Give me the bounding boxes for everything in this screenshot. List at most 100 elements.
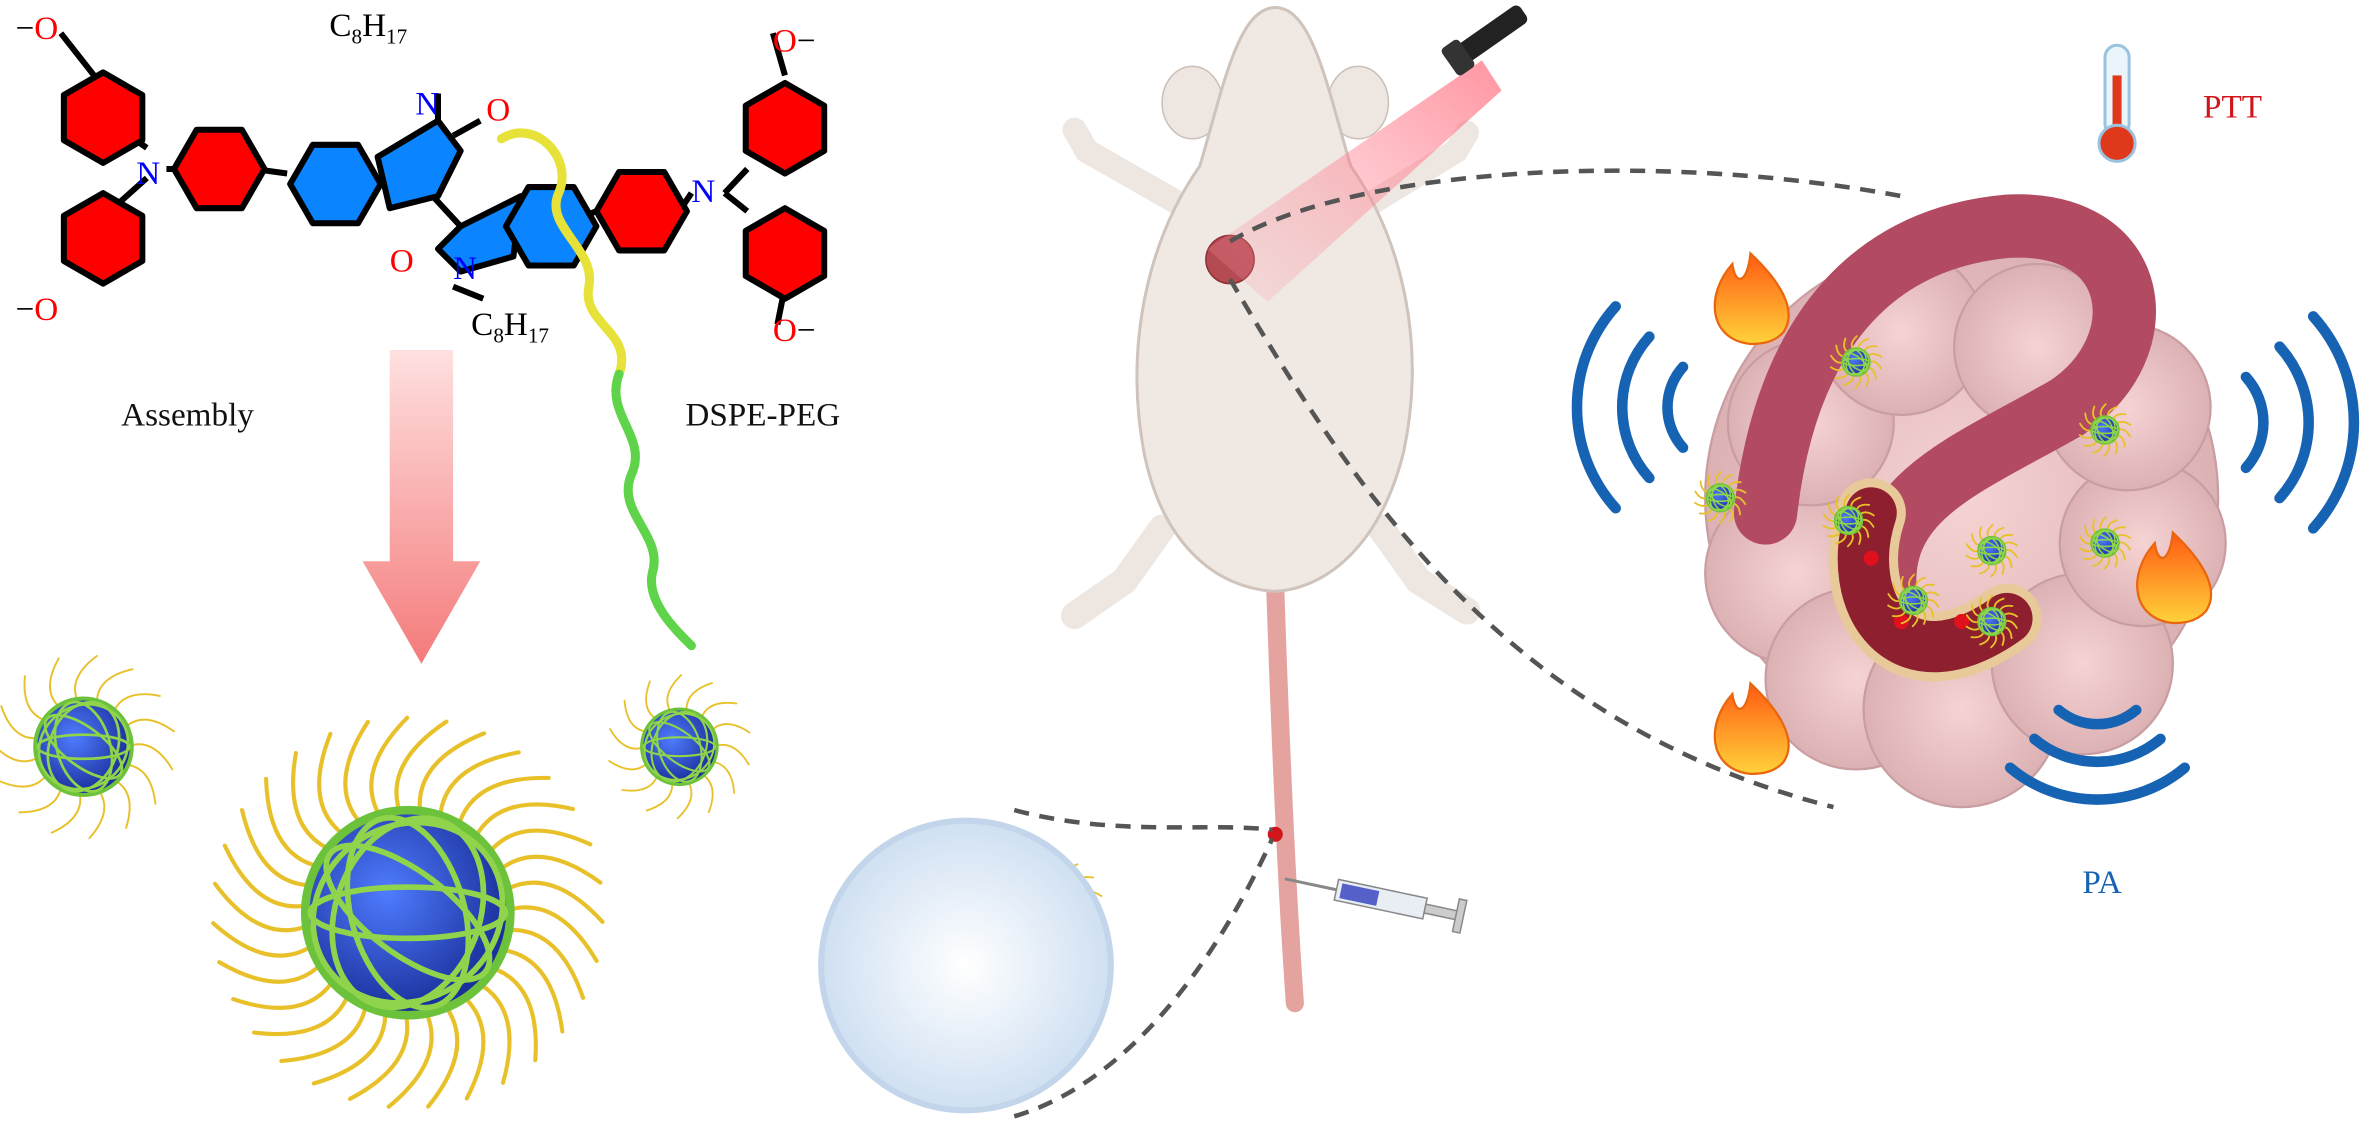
nanoparticle-shell — [46, 700, 121, 793]
sound-wave-arc — [2307, 311, 2360, 534]
peg-ligand — [252, 983, 354, 1037]
nanoparticle — [1822, 493, 1875, 548]
nanoparticle-shell — [643, 712, 716, 781]
nanoparticle-shell — [344, 814, 472, 1011]
donor-ring — [593, 168, 690, 254]
mouse-left-arm — [1062, 117, 1205, 224]
nanoparticle — [0, 655, 175, 840]
sound-wave-arc — [2004, 762, 2190, 805]
nanoparticle — [1887, 573, 1940, 628]
nanoparticle — [2078, 403, 2132, 457]
acceptor-five-ring — [374, 117, 464, 212]
methoxy-bottom-left: −O — [16, 291, 59, 328]
tumor-nanoparticles — [1694, 335, 2132, 649]
amine-n-right: N — [691, 173, 715, 210]
nanoparticle-shell — [1980, 540, 2004, 561]
amine-n-left: N — [136, 155, 160, 192]
mouse-illustration — [1061, 6, 1481, 1013]
alkyl-chain-bottom: C8H17 — [471, 306, 549, 348]
nanoparticle-shell — [1978, 608, 2006, 635]
peg-ligand — [343, 719, 371, 832]
nanoparticle-shell — [1901, 590, 1925, 611]
flashlight-icon — [1441, 5, 1528, 76]
nanoparticle-shell — [53, 700, 114, 793]
nanoparticle-shell — [2091, 530, 2119, 556]
nanoparticle-shell — [1835, 507, 1862, 534]
nanoparticle-shell — [656, 710, 703, 783]
bond — [116, 175, 149, 206]
flames-group — [1713, 251, 2213, 776]
donor-ring — [60, 190, 146, 287]
peg-ligand — [709, 723, 751, 734]
molecule-labels: −O −O O− O− N N N N O O C8H17 C8H17 — [16, 7, 816, 349]
bond — [451, 283, 485, 302]
methoxy-top-right: O− — [773, 22, 816, 59]
nanoparticle — [608, 674, 751, 820]
peg-ligand — [95, 668, 134, 707]
sound-wave-arc — [2240, 371, 2269, 474]
nanoparticle — [211, 715, 605, 1109]
mouse-right-arm — [1346, 120, 1479, 224]
sound-wave-arc — [1662, 361, 1689, 453]
peg-ligand — [608, 759, 650, 771]
peg-ligand — [49, 657, 63, 711]
bond — [722, 190, 750, 214]
nanoparticle-shell — [2096, 416, 2114, 444]
dspe-peg-polymer-icon — [496, 128, 696, 651]
lactam-n-top: N — [415, 86, 439, 123]
nanoparticle-shell — [2093, 420, 2117, 440]
peg-ligand — [0, 771, 50, 788]
peg-ligand — [699, 772, 714, 813]
nanoparticle-shell — [642, 736, 717, 758]
nanoparticle-shell — [310, 819, 506, 1006]
peg-ligand — [23, 675, 50, 723]
nanoparticle-shell — [36, 733, 131, 761]
peg-ligand — [645, 680, 660, 722]
peg-ligand — [699, 701, 738, 722]
peg-ligand — [621, 772, 660, 792]
nanoparticle-shell — [1980, 611, 2004, 632]
ptt-label: PTT — [2203, 89, 2262, 126]
peg-ligand — [490, 947, 565, 1034]
nanoparticle — [1965, 594, 2019, 649]
laser-beam — [1207, 60, 1502, 302]
peg-ligand — [111, 778, 131, 829]
peg-ligand — [469, 802, 575, 848]
nanoparticle-shell — [43, 713, 124, 780]
nanoparticle-shell — [1900, 587, 1927, 614]
blood-vessel — [1733, 194, 2156, 682]
sound-wave-arc — [2053, 704, 2142, 730]
donor-ring — [170, 126, 268, 212]
donor-ring — [60, 69, 146, 166]
methoxy-top-left: −O — [16, 10, 59, 47]
bond — [722, 166, 750, 196]
molecule-structure — [58, 31, 828, 325]
nanoparticle-shell — [1839, 507, 1858, 534]
nanoparticle-shell — [2096, 529, 2114, 557]
mouse-right-leg — [1367, 514, 1481, 625]
nanoparticle-shell — [1836, 510, 1861, 531]
nanoparticle-shell — [1842, 349, 1870, 375]
lactam-n-bottom: N — [453, 250, 477, 287]
nanoparticle-shell — [650, 710, 709, 783]
nanoparticle — [1694, 471, 1747, 525]
thermometer-icon — [2097, 43, 2137, 163]
nanoparticle-shell — [2093, 533, 2117, 553]
peg-ligand — [217, 955, 330, 984]
methoxy-bottom-right: O− — [773, 312, 816, 349]
nanoparticle-shell — [307, 884, 509, 942]
sound-wave-arc — [2274, 341, 2314, 504]
nanoparticle-shell — [1904, 587, 1923, 614]
peg-ligand — [709, 760, 736, 794]
nanoparticle-shell — [329, 815, 487, 1011]
dspe-peg-label: DSPE-PEG — [685, 396, 840, 433]
acceptor-five-ring — [434, 193, 524, 275]
dashed-connectors — [1013, 168, 1902, 1119]
bond — [58, 31, 97, 78]
nanoparticle-shell — [1711, 484, 1730, 512]
nanoparticle-shell — [37, 702, 130, 791]
nanoparticle — [1965, 523, 2019, 578]
nanoparticle-shell — [323, 842, 493, 983]
peg-ligand — [291, 751, 340, 855]
